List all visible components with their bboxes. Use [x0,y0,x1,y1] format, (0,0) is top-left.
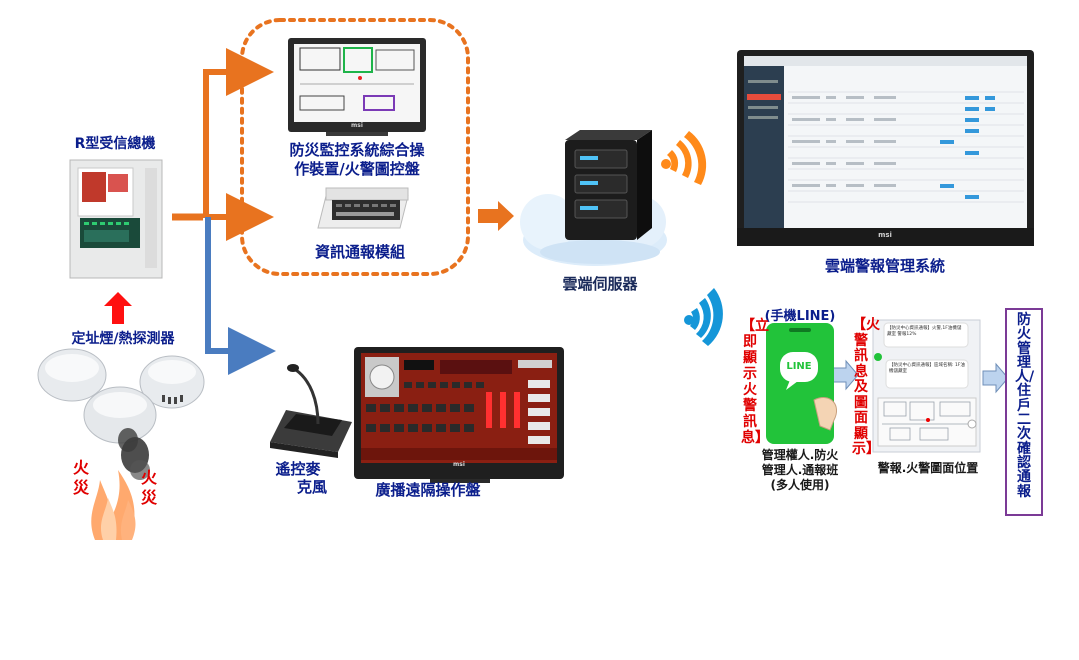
monitor-graphic-image [288,38,426,136]
confirm-label: 防火管理人/住戶二次確認通報 [1015,312,1035,500]
monitor-label-line2: 作裝置/火警圖控盤 [294,160,420,178]
info-module-label: 資訊通報模組 [314,243,405,261]
remote-mic-image [270,364,352,458]
cloud-server-label: 雲端伺服器 [562,275,638,293]
phone-line-label: (手機LINE) [764,309,836,324]
line-chat-image [872,319,981,453]
arrow-info-to-confirm [982,362,1009,394]
cloud-mgmt-monitor-image [737,50,1034,246]
cloud-monitor-brand: msi [878,231,892,239]
blue-connector [205,217,276,375]
top-monitor-brand: msi [351,122,363,129]
arrow-detector-to-panel [104,292,132,324]
info-module-image [317,187,409,229]
fire-right-label: 火災 [140,468,157,507]
chat-message-2: 【防災中心資訊通報】區域名稱: 1F油機儲藏室 [889,363,965,374]
fire-image [91,428,150,540]
instant-alert-label: 【立即顯示火警訊息】 [741,318,769,446]
broadcast-label: 廣播遠隔操作盤 [375,481,481,499]
arrow-phone-to-info [832,359,859,391]
detector-label: 定址煙/熱探測器 [71,331,175,347]
fire-info-label: 【火警訊息及圖面顯示】 [852,317,880,457]
monitor-group-border [240,18,470,276]
fire-left-label: 火災 [72,458,89,497]
recipients-line1: 管理權人.防火 [761,448,839,462]
cloud-mgmt-label: 雲端警報管理系統 [824,257,945,275]
panel-label: R型受信總機 [74,136,156,152]
recipients-line3: (多人使用) [770,478,830,492]
remote-mic-label-line1: 遙控麥 [275,460,321,478]
wifi-orange-icon [661,131,707,185]
line-logo-text: LINE [786,361,812,372]
fire-panel-image [69,159,163,279]
chat-message-1: 【防災中心資訊通報】火警,1F油機儲藏室 警報12% [887,326,962,337]
recipients-line2: 管理人.通報班 [761,463,839,477]
remote-mic-label-line2: 克風 [296,478,327,496]
broadcast-panel-image [354,347,564,483]
orange-connector-up [203,48,274,218]
monitor-label-line1: 防災監控系統綜合操 [289,141,425,159]
confirm-box [1005,308,1043,516]
cloud-server-image [520,130,667,266]
wifi-blue-icon [684,288,723,346]
line-phone-image [766,323,837,444]
detector-image [37,348,205,444]
arrow-to-cloud [478,201,514,231]
broadcast-monitor-brand: msi [453,461,465,468]
alarm-location-label: 警報.火警圖面位置 [877,461,979,475]
